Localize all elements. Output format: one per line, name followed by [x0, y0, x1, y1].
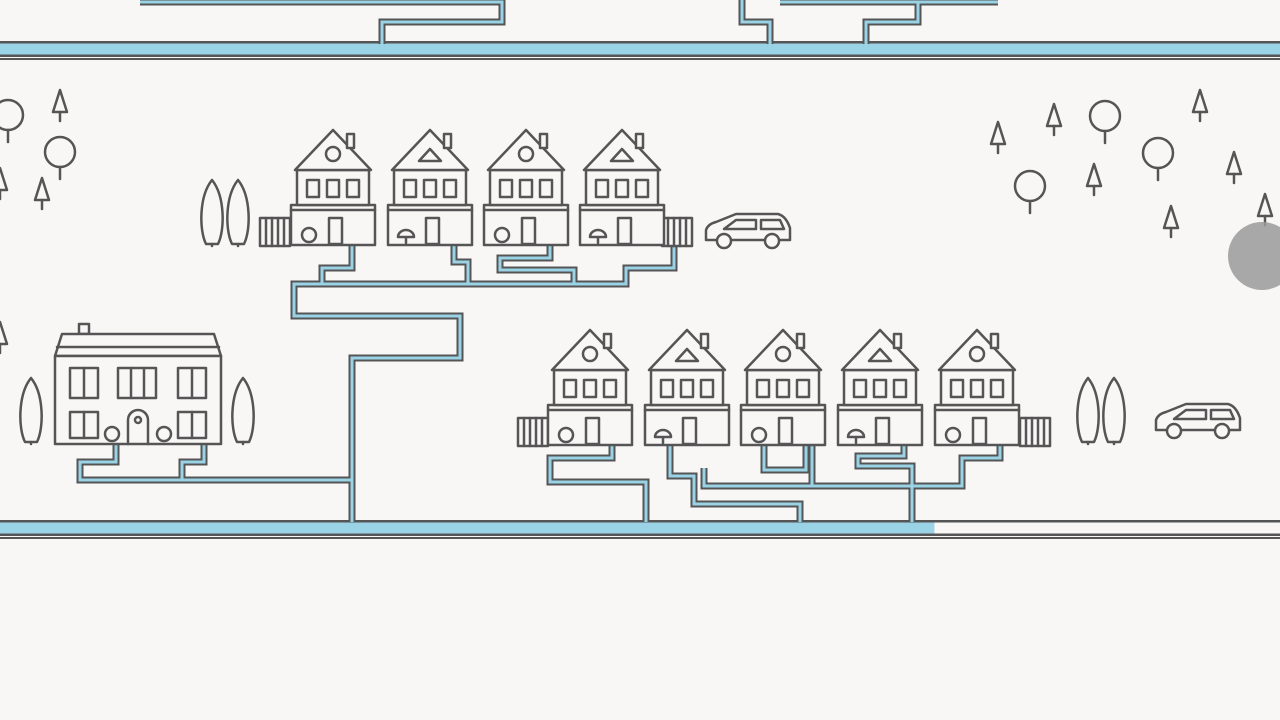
house-row-upper [258, 128, 694, 248]
pine-tree-icon [1162, 204, 1180, 239]
cypress-tree-icon [200, 178, 224, 248]
cypress-tree-icon [231, 376, 255, 446]
cypress-tree-icon [226, 178, 250, 248]
pine-tree-icon [0, 166, 9, 201]
pine-tree-icon [1191, 88, 1209, 123]
cursor-indicator [1228, 222, 1280, 290]
pine-tree-icon [989, 120, 1007, 155]
fence [1018, 416, 1052, 448]
cypress-tree-icon [1102, 376, 1126, 446]
pine-tree-icon [0, 320, 9, 355]
pine-tree-icon [1256, 192, 1274, 227]
round-tree-icon [1088, 99, 1122, 145]
fence [660, 216, 694, 248]
cypress-tree-icon [19, 376, 43, 446]
house-icon [643, 328, 731, 447]
house-icon [289, 128, 377, 247]
house-icon [836, 328, 924, 447]
upper-service-pipes [140, 0, 998, 44]
car-icon [1154, 402, 1242, 440]
pine-tree-icon [51, 88, 69, 123]
pine-tree-icon [1085, 162, 1103, 197]
fence [258, 216, 292, 248]
house-icon [739, 328, 827, 447]
round-tree-icon [1013, 169, 1047, 215]
pine-tree-icon [1225, 150, 1243, 185]
pine-tree-icon [1045, 102, 1063, 137]
car-icon [704, 212, 792, 250]
pine-tree-icon [33, 176, 51, 211]
house-icon [578, 128, 666, 247]
fence [516, 416, 550, 448]
house-icon [546, 328, 634, 447]
round-tree-icon [0, 98, 25, 144]
service-pipes [76, 244, 1004, 522]
house-icon [386, 128, 474, 247]
round-tree-icon [1141, 136, 1175, 182]
apartment-building-icon [53, 322, 223, 446]
house-icon [482, 128, 570, 247]
house-row-lower [516, 328, 1052, 448]
house-icon [933, 328, 1021, 447]
cypress-tree-icon [1076, 376, 1100, 446]
round-tree-icon [43, 135, 77, 181]
